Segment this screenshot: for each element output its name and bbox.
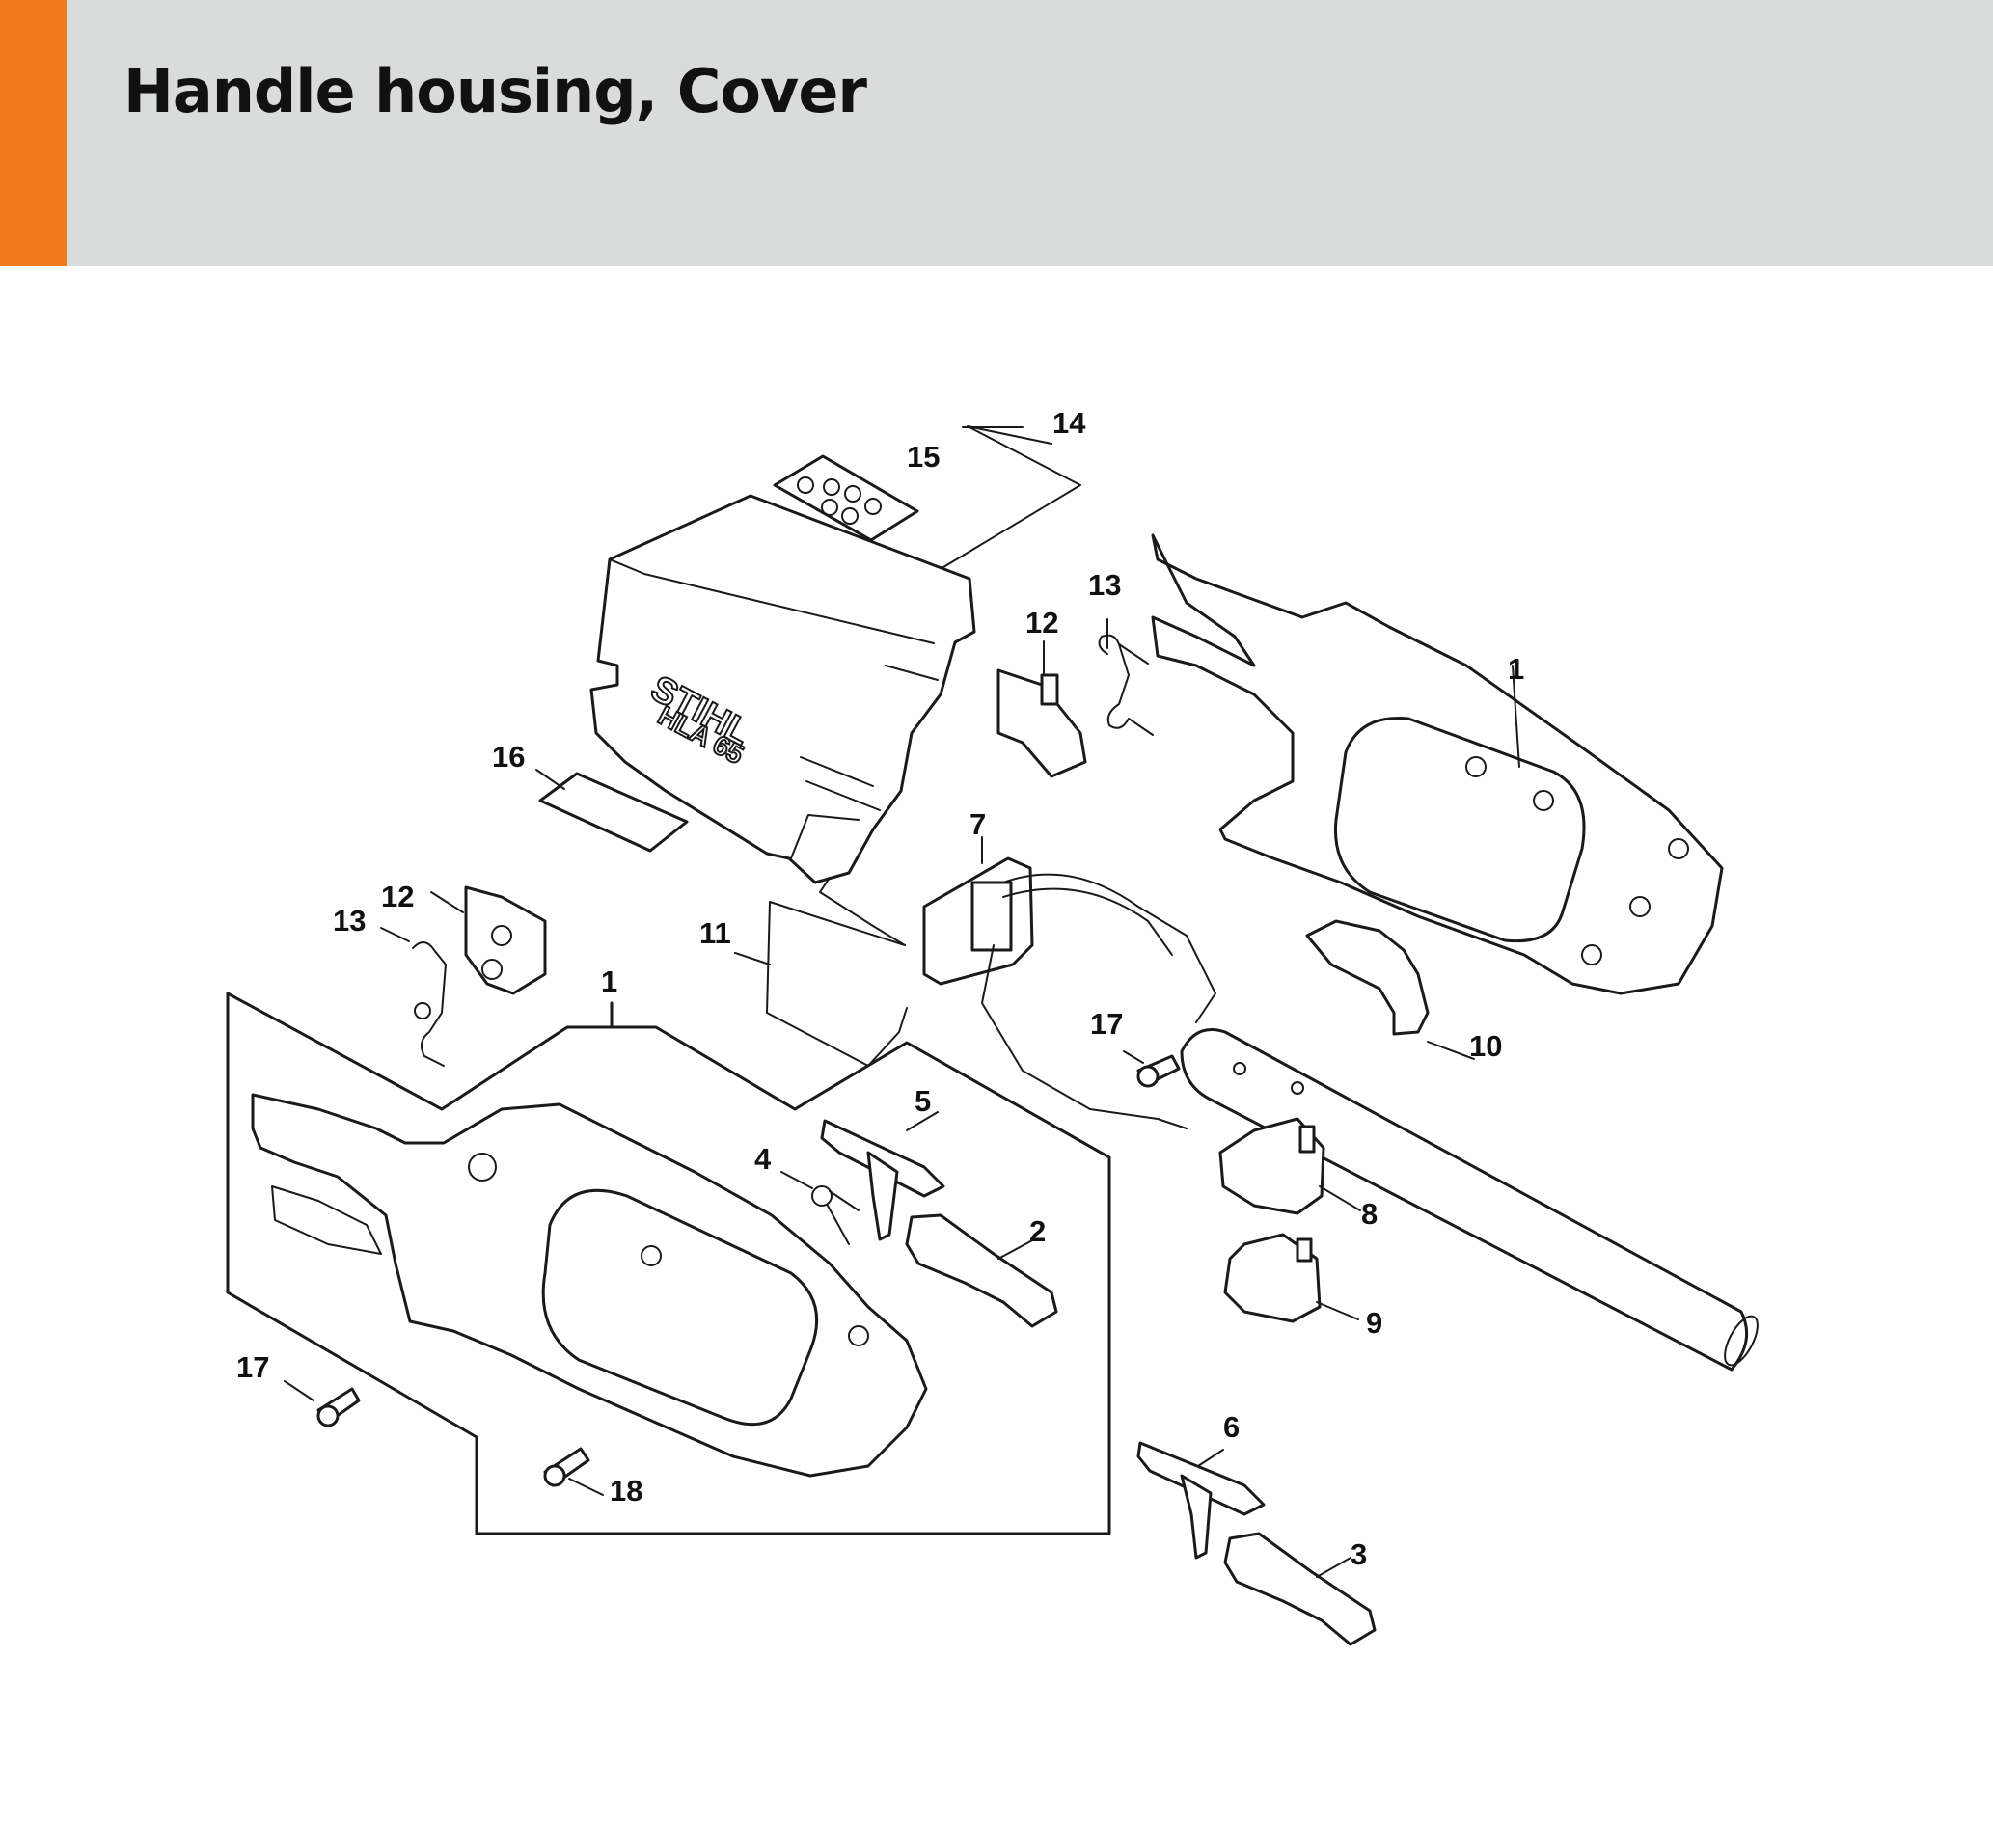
handle-housing-left: [251, 1093, 928, 1478]
switch-9: [1223, 1233, 1359, 1323]
callout-12: 12: [1025, 606, 1058, 639]
trigger-2: [905, 1213, 1058, 1328]
callout-4: 4: [754, 1142, 772, 1176]
leader-14: [923, 425, 1081, 580]
callout-labels: 14 15 13 12 1 16 7 12 13 11 1 17 10 5 4 …: [236, 406, 1524, 1571]
callout-17: 17: [1090, 1007, 1123, 1041]
callout-13: 13: [1088, 568, 1121, 602]
warning-label-plate: [773, 454, 919, 542]
callout-9: 9: [1366, 1306, 1382, 1340]
callout-11: 11: [699, 916, 731, 950]
callout-18: 18: [610, 1474, 642, 1508]
callout-16: 16: [492, 740, 525, 774]
trigger-lever-10: [1305, 919, 1475, 1060]
spring-13-lower: [380, 927, 447, 1067]
callout-10: 10: [1469, 1029, 1502, 1063]
callout-15: 15: [907, 440, 940, 474]
top-cover: STIHL HLA 65: [589, 494, 976, 884]
callout-3: 3: [1351, 1537, 1367, 1571]
lever-6: [1136, 1441, 1266, 1560]
handle-housing-right: [1151, 533, 1724, 995]
spring-4: [780, 1171, 860, 1245]
page-title: Handle housing, Cover: [123, 56, 867, 126]
accent-stripe: [0, 0, 67, 266]
trigger-3: [1223, 1532, 1377, 1646]
exploded-parts-diagram: STIHL HLA 65: [226, 406, 1759, 1646]
callout-8: 8: [1361, 1197, 1378, 1231]
latch-12-upper: [996, 640, 1087, 778]
callout-2: 2: [1029, 1214, 1046, 1248]
screw-17-upper: [1123, 1050, 1181, 1088]
callout-17: 17: [236, 1350, 269, 1384]
callout-1: 1: [1508, 652, 1524, 686]
spring-13-upper: [1098, 618, 1154, 736]
lever-5: [820, 1111, 945, 1241]
callout-14: 14: [1052, 406, 1086, 440]
callout-7: 7: [969, 807, 986, 841]
frame-part-1-lower: [226, 992, 1111, 1535]
callout-12: 12: [381, 880, 414, 913]
screw-17-lower: [284, 1380, 361, 1427]
callout-1: 1: [601, 965, 617, 998]
sticker-16: [535, 769, 689, 853]
callout-13: 13: [333, 904, 366, 938]
header-bar: Handle housing, Cover: [0, 0, 1993, 266]
switch-8: [1218, 1117, 1361, 1215]
callout-6: 6: [1223, 1410, 1240, 1444]
switch-assembly-7: [922, 836, 1216, 1129]
callout-5: 5: [915, 1084, 931, 1118]
screw-18: [543, 1447, 604, 1496]
wire-bracket-11: [734, 877, 908, 1067]
shaft-tube: [1180, 1028, 1759, 1372]
latch-12-lower: [430, 885, 547, 995]
